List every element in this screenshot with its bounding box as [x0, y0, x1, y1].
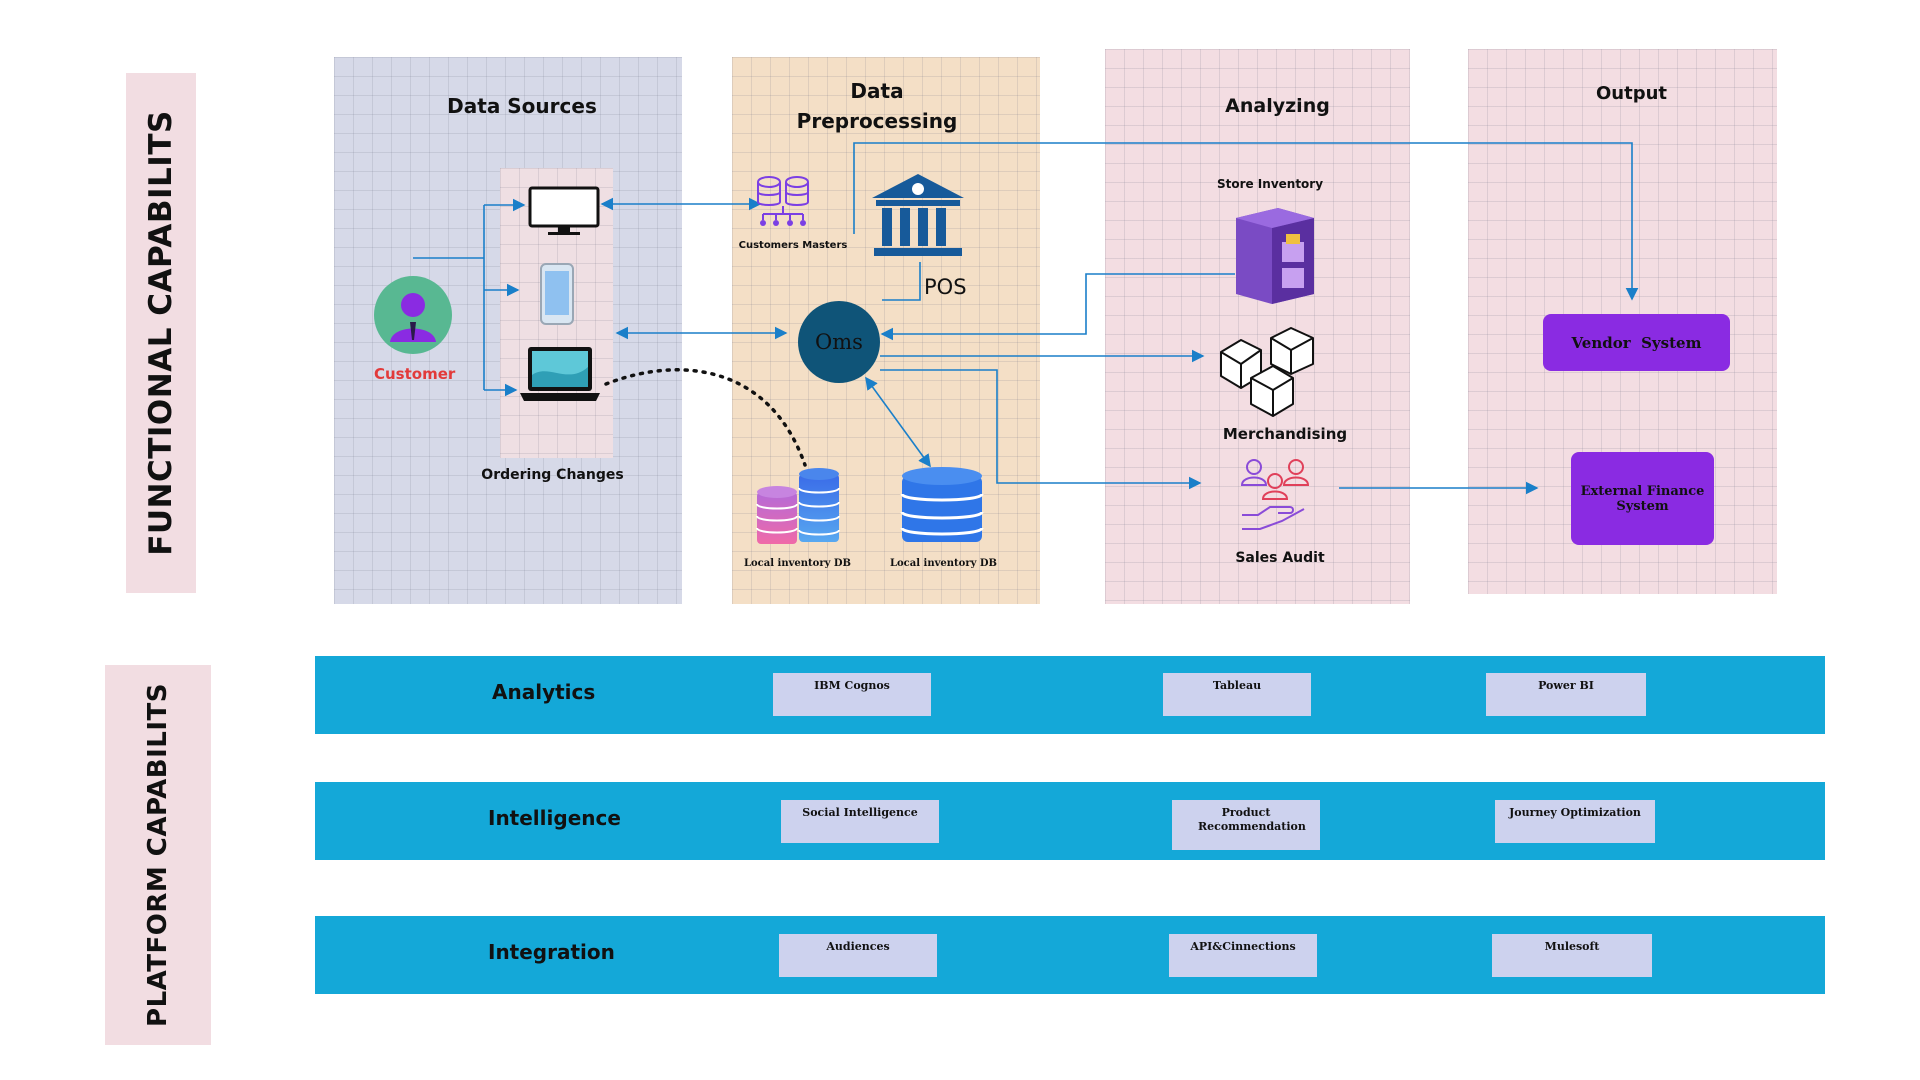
- local-inventory-db-2-label: Local inventory DB: [889, 558, 998, 569]
- connector-top-to-vendor: [853, 142, 1639, 301]
- database-network-icon: [757, 176, 809, 226]
- vendor-system-box: Vendor System: [1543, 314, 1730, 371]
- chip-ibm-cognos: IBM Cognos: [773, 673, 931, 716]
- intelligence-label: Intelligence: [488, 806, 621, 830]
- analyzing-panel: [1105, 49, 1410, 604]
- ordering-changes-label: Ordering Changes: [481, 467, 624, 483]
- vendor-system-label: Vendor System: [1571, 333, 1702, 352]
- chip-product-recommendation: Product Recommendation: [1172, 800, 1320, 850]
- laptop-icon: [520, 347, 600, 401]
- oms-node: Oms: [798, 301, 880, 383]
- external-finance-label-line2: System: [1616, 498, 1669, 514]
- data-preprocessing-title-line2: Preprocessing: [796, 109, 958, 133]
- oms-label: Oms: [815, 330, 863, 354]
- local-inventory-db-2-icon: [900, 467, 984, 542]
- platform-capabilities-label: PLATFORM CAPABILITS: [105, 665, 211, 1045]
- data-sources-title: Data Sources: [447, 94, 597, 118]
- monitor-icon: [528, 186, 600, 235]
- connector-dotted-laptop-db: [604, 368, 807, 467]
- integration-label: Integration: [488, 940, 615, 964]
- chip-journey-optimization: Journey Optimization: [1495, 800, 1655, 843]
- functional-capabilities-label: FUNCTIONAL CAPABILITS: [126, 73, 196, 593]
- sales-audit-team-icon: [1240, 459, 1310, 530]
- customers-masters-label: Customers Masters: [738, 240, 848, 251]
- external-finance-label-line1: External Finance: [1580, 483, 1705, 499]
- chip-social-intelligence: Social Intelligence: [781, 800, 939, 843]
- local-inventory-db-1-label: Local inventory DB: [743, 558, 852, 569]
- output-title: Output: [1595, 83, 1668, 104]
- connector-oms-sales: [880, 369, 1202, 490]
- chip-api-connections: API&Cinnections: [1169, 934, 1317, 977]
- chip-tableau: Tableau: [1163, 673, 1311, 716]
- chip-audiences: Audiences: [779, 934, 937, 977]
- connector-oms-db: [865, 376, 931, 468]
- external-finance-box: External Finance System: [1571, 452, 1714, 545]
- store-inventory-cabinet-icon: [1236, 208, 1314, 304]
- merchandising-label: Merchandising: [1222, 425, 1348, 443]
- pos-label: POS: [924, 275, 967, 299]
- connector-pos-oms: [882, 262, 921, 301]
- analytics-label: Analytics: [492, 680, 596, 704]
- phone-icon: [540, 263, 574, 325]
- data-preprocessing-title-line1: Data: [850, 79, 904, 103]
- customer-avatar: [374, 276, 452, 354]
- merchandising-boxes-icon: [1220, 327, 1314, 417]
- sales-audit-label: Sales Audit: [1235, 550, 1325, 566]
- store-inventory-label: Store Inventory: [1216, 177, 1324, 191]
- analyzing-title: Analyzing: [1225, 95, 1330, 117]
- person-icon: [390, 293, 436, 342]
- local-inventory-db-1-icon: [756, 468, 840, 544]
- chip-power-bi: Power BI: [1486, 673, 1646, 716]
- connector-inventory-oms: [880, 273, 1235, 341]
- chip-mulesoft: Mulesoft: [1492, 934, 1652, 977]
- customer-label: Customer: [374, 365, 456, 383]
- pos-bank-icon: [872, 174, 964, 256]
